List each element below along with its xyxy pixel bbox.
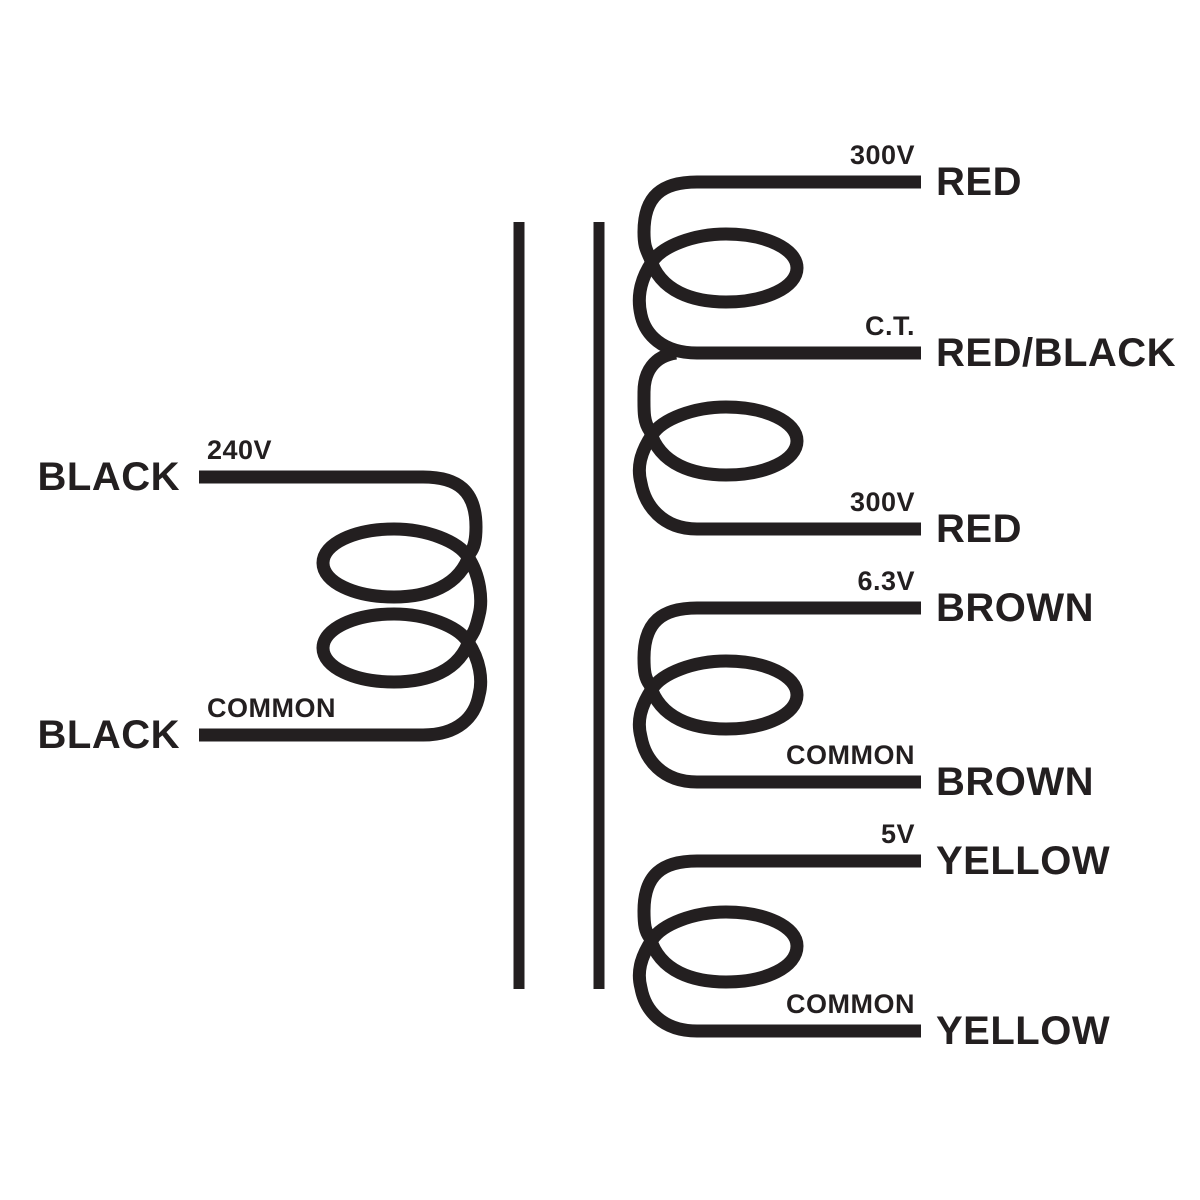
6v-lead1-tap-label: 6.3V <box>857 566 915 596</box>
primary-lead2-wire-label: BLACK <box>37 713 180 757</box>
primary-winding-coil <box>199 470 488 742</box>
6v-lead1-wire-label: BROWN <box>936 586 1095 630</box>
secondary-hv-winding-upper <box>632 175 921 360</box>
hv-center-tap-label: C.T. <box>864 311 915 341</box>
5v-lead2-tap-label: COMMON <box>786 989 915 1019</box>
primary-lead2-tap-label: COMMON <box>207 693 336 723</box>
secondary-5v-winding <box>632 854 921 1038</box>
secondary-hv-winding-lower <box>632 346 921 536</box>
5v-lead1-tap-label: 5V <box>880 819 915 849</box>
hv-lead1-tap-label: 300V <box>849 140 915 170</box>
6v-lead2-wire-label: BROWN <box>936 760 1095 804</box>
6v-lead2-tap-label: COMMON <box>786 740 915 770</box>
secondary-6v-winding <box>632 601 921 789</box>
hv-lead2-wire-label: RED <box>936 507 1022 551</box>
hv-lead2-tap-label: 300V <box>849 487 915 517</box>
hv-lead1-wire-label: RED <box>936 160 1022 204</box>
primary-lead1-tap-label: 240V <box>207 435 273 465</box>
primary-lead1-wire-label: BLACK <box>37 455 180 499</box>
hv-center-tap-wire-label: RED/BLACK <box>936 331 1177 375</box>
5v-lead1-wire-label: YELLOW <box>936 839 1111 883</box>
5v-lead2-wire-label: YELLOW <box>936 1009 1111 1053</box>
